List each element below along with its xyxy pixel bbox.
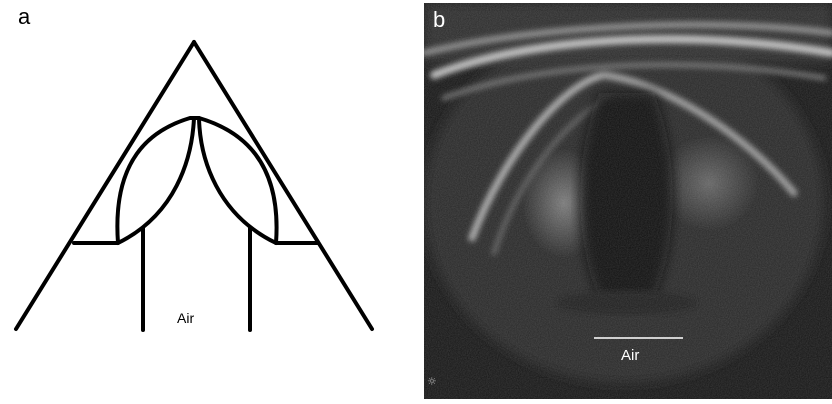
air-label-ultrasound: Air xyxy=(621,347,639,364)
larynx-schematic-diagram xyxy=(0,0,420,399)
ultrasound-panel: b Air ☼ xyxy=(424,3,832,399)
right-outer-line xyxy=(194,42,372,329)
panel-label-a: a xyxy=(18,6,30,28)
panel-label-b: b xyxy=(433,9,445,31)
schematic-panel xyxy=(0,0,420,399)
air-label-diagram: Air xyxy=(177,310,194,326)
left-outer-line xyxy=(16,42,194,329)
probe-marker-icon: ☼ xyxy=(427,375,437,388)
ultrasound-image xyxy=(424,3,832,399)
